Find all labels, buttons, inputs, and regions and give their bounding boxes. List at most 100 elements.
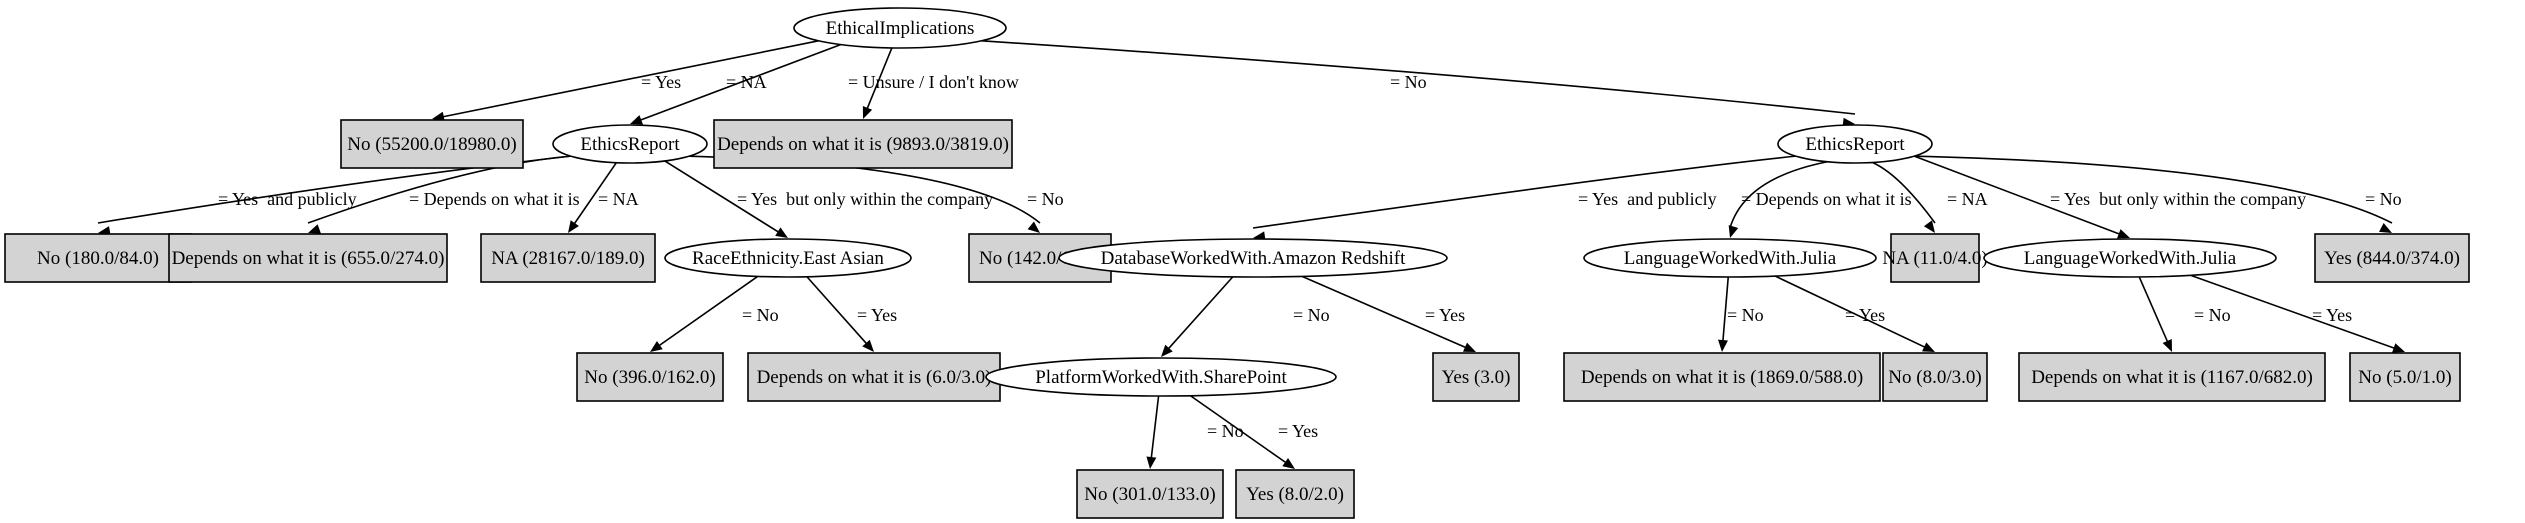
tree-edge: = Yes	[1301, 275, 1476, 352]
edge-label: = No	[1727, 305, 1764, 325]
leaf-box	[168, 233, 448, 283]
leaf-box	[2018, 352, 2326, 402]
split-ellipse	[793, 7, 1007, 49]
leaf-node: NA (28167.0/189.0)	[480, 233, 656, 283]
leaf-node: NA (11.0/4.0)	[1882, 233, 1988, 283]
node-label: NA (11.0/4.0)	[1882, 248, 1987, 269]
leaf-node: Yes (3.0)	[1432, 352, 1520, 402]
tree-edge: = No	[2138, 276, 2231, 352]
split-node: EthicalImplications	[793, 7, 1007, 49]
edge-label: = No	[2365, 189, 2402, 209]
tree-edge: = Yes but only within the company	[1913, 155, 2306, 239]
split-node: PlatformWorkedWith.SharePoint	[985, 357, 1337, 397]
split-ellipse	[552, 124, 708, 164]
arrowhead-icon	[2379, 223, 2392, 233]
arrowhead-icon	[1027, 221, 1040, 233]
node-label: No (180.0/84.0)	[37, 248, 159, 269]
edge-line	[307, 155, 571, 224]
tree-edge: = Yes	[1774, 275, 1935, 352]
node-label: EthicsReport	[580, 134, 680, 155]
arrowhead-icon	[1923, 220, 1935, 233]
arrowhead-icon	[862, 339, 874, 352]
node-label: Depends on what it is (1167.0/682.0)	[2031, 367, 2313, 388]
edge-label: = Depends on what it is	[409, 189, 580, 209]
node-label: Depends on what it is (1869.0/588.0)	[1581, 367, 1863, 388]
leaf-box	[1235, 469, 1355, 519]
split-ellipse	[985, 357, 1337, 397]
node-label: Depends on what it is (9893.0/3819.0)	[717, 134, 1009, 155]
tree-edge: = Yes	[806, 276, 897, 352]
arrowhead-icon	[1728, 225, 1739, 238]
tree-edge: = Yes but only within the company	[664, 160, 993, 238]
edge-line	[866, 47, 893, 111]
edge-line	[441, 39, 819, 118]
edge-line	[2138, 276, 2169, 344]
edge-line	[1150, 395, 1160, 460]
tree-edge: = No	[1161, 276, 1330, 357]
leaf-node: Depends on what it is (1167.0/682.0)	[2018, 352, 2326, 402]
edge-line	[2190, 274, 2396, 350]
tree-edge: = Yes and publicly	[1252, 155, 1796, 242]
arrowhead-icon	[862, 106, 873, 119]
leaf-box	[4, 233, 192, 283]
edge-label: = No	[1027, 189, 1064, 209]
edge-line	[1774, 275, 1927, 349]
edge-label: = Yes	[1278, 421, 1318, 441]
tree-edge: = NA	[630, 43, 841, 125]
arrowhead-icon	[432, 111, 445, 122]
edge-line	[1729, 160, 1828, 229]
edge-label: = Yes and publicly	[1578, 189, 1717, 209]
edge-line	[806, 276, 868, 346]
edge-line	[1914, 155, 2393, 224]
leaf-box	[2349, 352, 2461, 402]
split-ellipse	[1583, 238, 1877, 278]
edge-label: = Yes and publicly	[218, 189, 357, 209]
edge-line	[1252, 155, 1796, 229]
tree-edge: = No	[650, 275, 779, 352]
node-label: Depends on what it is (6.0/3.0)	[757, 367, 992, 388]
split-node: RaceEthnicity.East Asian	[664, 238, 912, 278]
leaf-node: Depends on what it is (6.0/3.0)	[747, 352, 1001, 402]
edge-line	[1190, 395, 1288, 464]
arrowhead-icon	[630, 115, 643, 125]
node-label: LanguageWorkedWith.Julia	[1624, 248, 1837, 269]
tree-edge: = Yes	[1190, 395, 1318, 469]
edge-line	[639, 43, 841, 122]
edge-label: = No	[1390, 72, 1427, 92]
tree-edge: = Yes	[2190, 274, 2405, 353]
split-node: LanguageWorkedWith.Julia	[1583, 238, 1877, 278]
arrowhead-icon	[1146, 456, 1157, 469]
arrowhead-icon	[1161, 344, 1173, 357]
leaf-node: Yes (8.0/2.0)	[1235, 469, 1355, 519]
arrowhead-icon	[1282, 458, 1295, 469]
leaf-box	[713, 119, 1013, 169]
split-node: LanguageWorkedWith.Julia	[1983, 238, 2277, 278]
leaf-box	[2314, 233, 2470, 283]
edge-label: = Depends on what it is	[1741, 189, 1912, 209]
leaf-node: No (5.0/1.0)	[2349, 352, 2461, 402]
leaf-box	[340, 119, 524, 169]
node-label: No (396.0/162.0)	[584, 367, 715, 388]
arrowhead-icon	[568, 220, 579, 233]
edge-line	[1872, 161, 1936, 224]
node-label: RaceEthnicity.East Asian	[692, 248, 884, 269]
arrowhead-icon	[775, 227, 788, 238]
leaf-box	[480, 233, 656, 283]
arrowhead-icon	[308, 224, 321, 234]
tree-edge: = Yes	[432, 39, 819, 122]
leaf-node: Depends on what it is (1869.0/588.0)	[1563, 352, 1881, 402]
split-node: DatabaseWorkedWith.Amazon Redshift	[1058, 238, 1448, 278]
split-ellipse	[664, 238, 912, 278]
node-label: Yes (844.0/374.0)	[2324, 248, 2460, 269]
tree-edge: = Depends on what it is	[1728, 160, 1912, 238]
edge-label: = Yes but only within the company	[737, 189, 993, 209]
node-label: NA (28167.0/189.0)	[491, 248, 645, 269]
node-label: Yes (3.0)	[1442, 367, 1511, 388]
tree-edge: = NA	[1872, 161, 1988, 233]
node-label: Yes (8.0/2.0)	[1246, 484, 1344, 505]
leaf-node: No (180.0/84.0)	[4, 233, 192, 283]
leaf-box	[747, 352, 1001, 402]
node-label: No (5.0/1.0)	[2358, 367, 2451, 388]
arrowhead-icon	[650, 341, 663, 352]
